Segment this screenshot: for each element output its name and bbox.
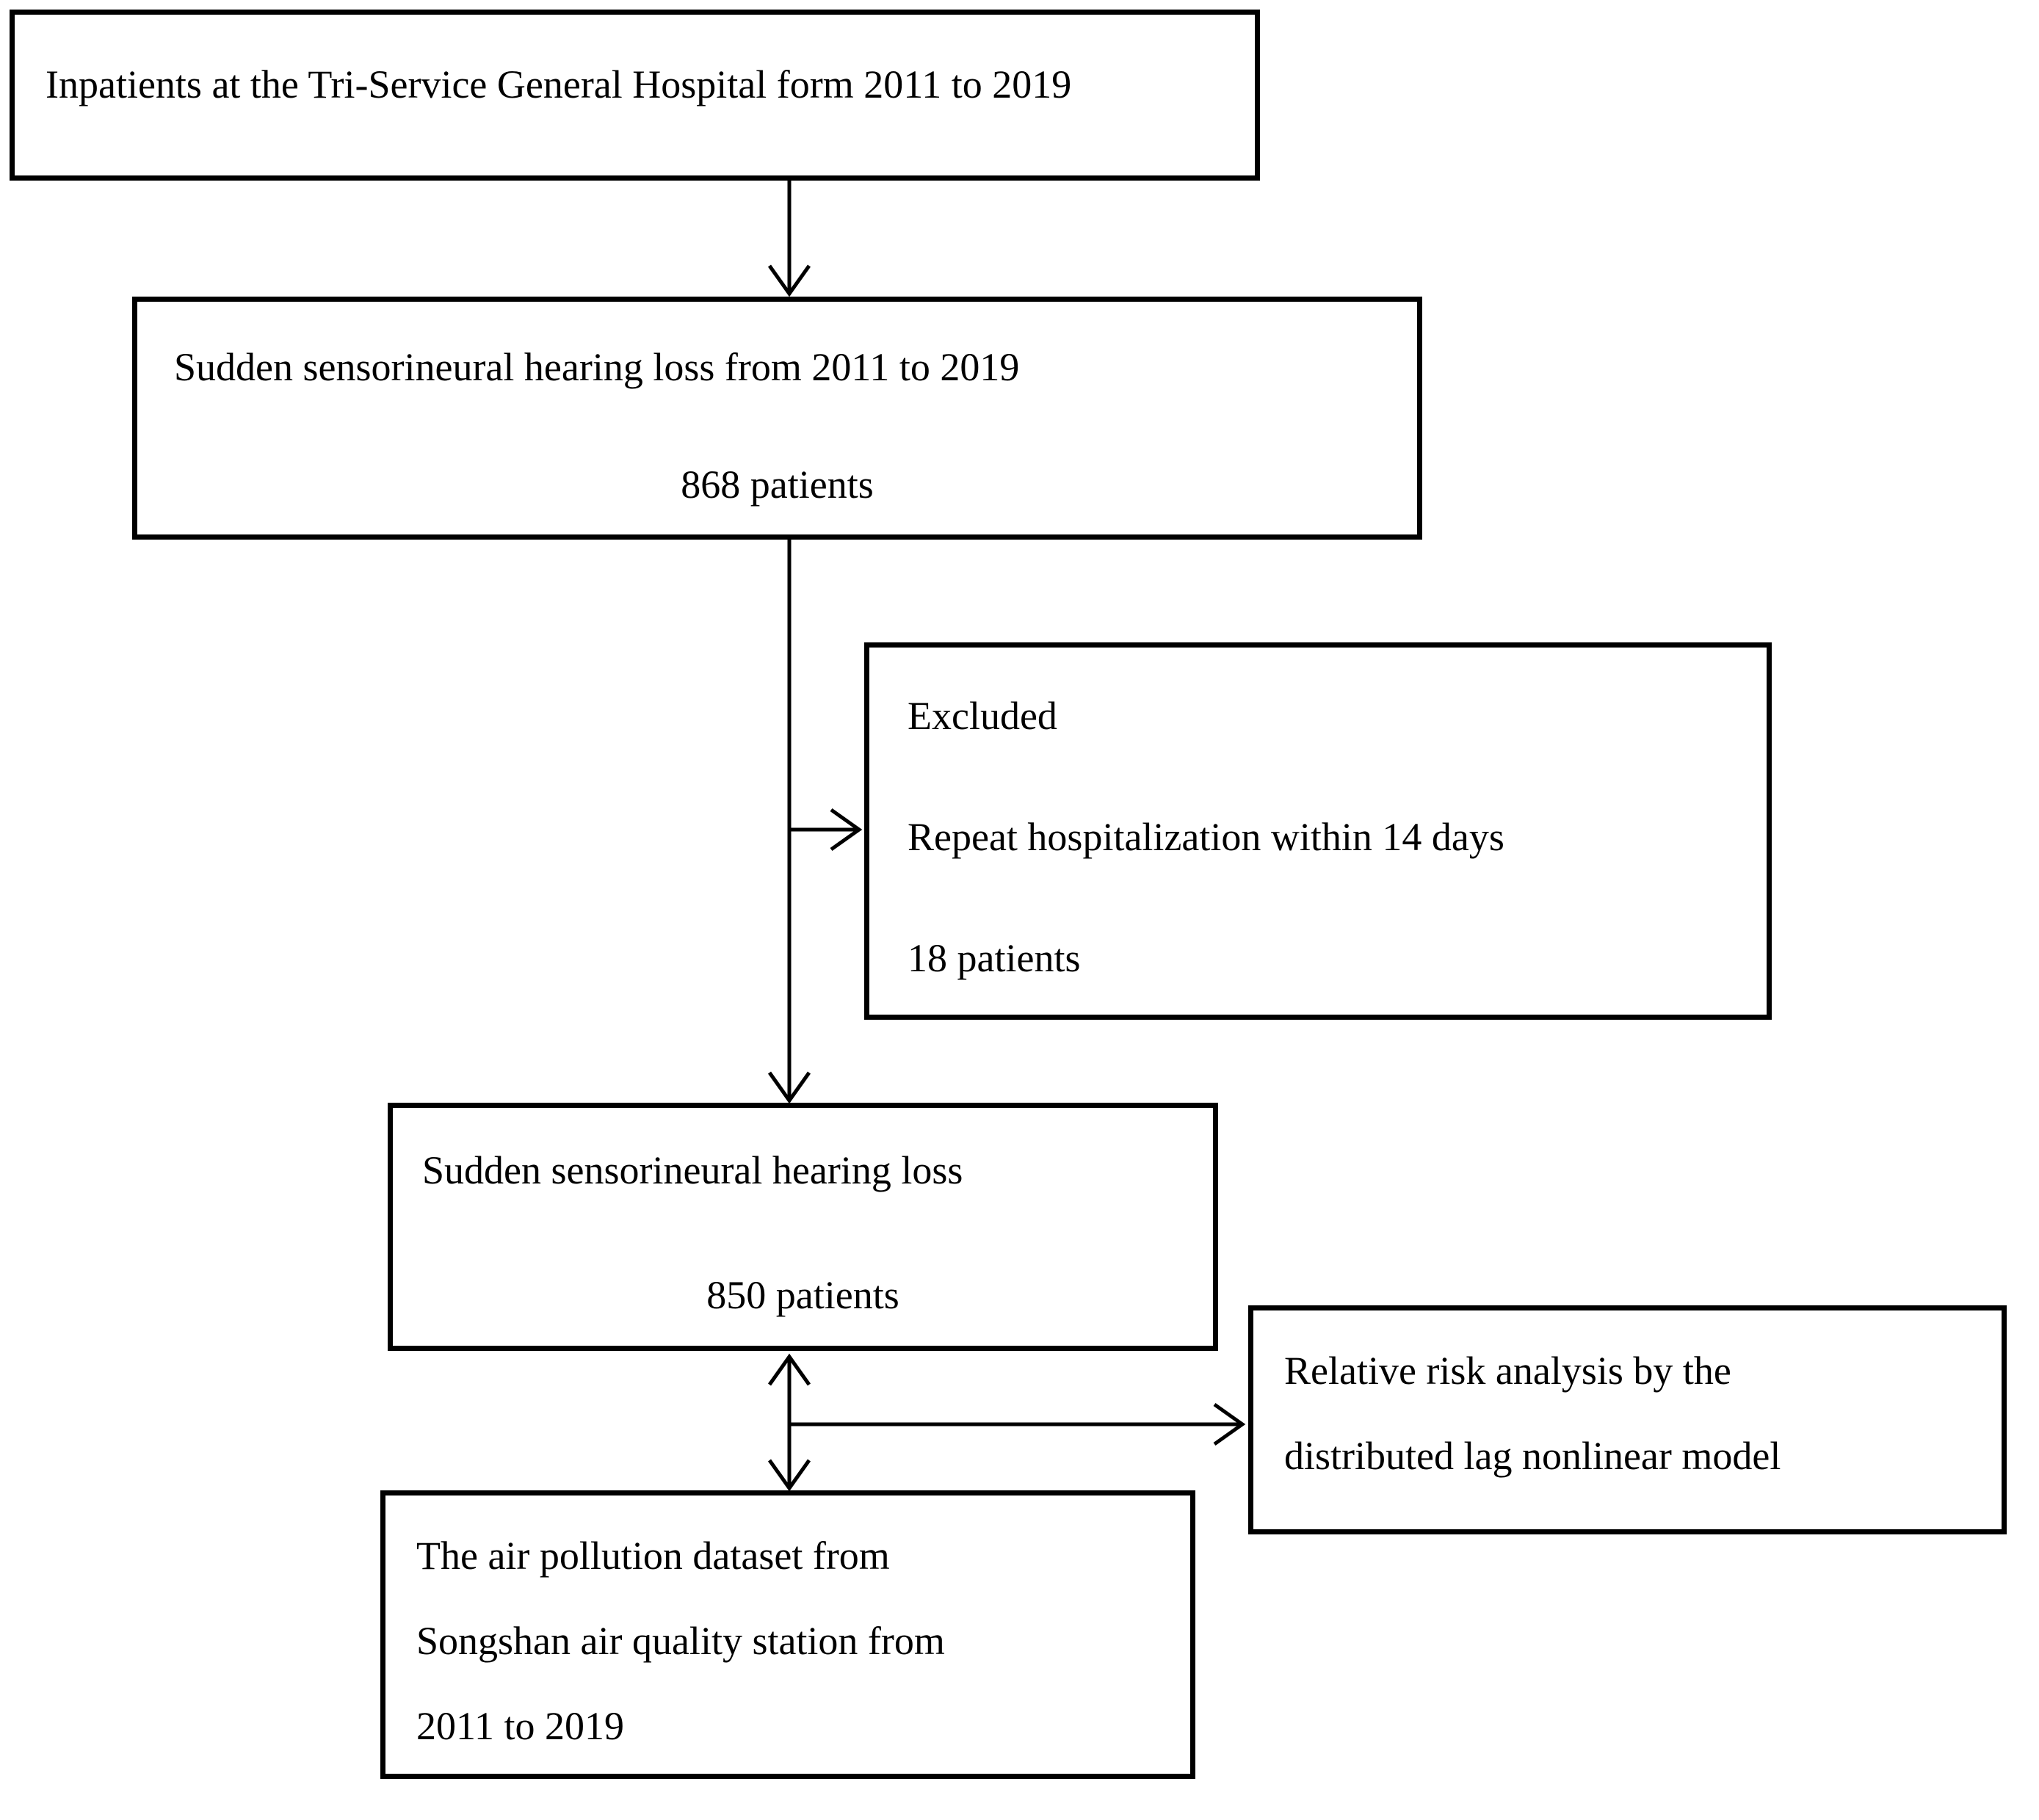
flow-box-ssnhl-cohort: Sudden sensorineural hearing loss from 2…: [132, 297, 1422, 540]
box-text-line: Relative risk analysis by the: [1284, 1349, 1731, 1393]
arrow-head-down-icon: [767, 264, 811, 297]
box-text-line: 18 patients: [908, 936, 1081, 980]
arrow-head-right-icon: [830, 808, 863, 852]
box-text-line: The air pollution dataset from: [416, 1534, 890, 1578]
box-text-line: Sudden sensorineural hearing loss: [422, 1148, 963, 1192]
box-text-line: Sudden sensorineural hearing loss from 2…: [174, 345, 1020, 389]
arrow-cohort-to-final: [767, 540, 811, 1104]
box-text-line: Songshan air quality station from: [416, 1619, 945, 1663]
flow-box-inpatients: Inpatients at the Tri-Service General Ho…: [10, 10, 1260, 181]
box-text-line: 2011 to 2019: [416, 1704, 624, 1748]
box-text-line: Repeat hospitalization within 14 days: [908, 815, 1504, 859]
flow-box-air-pollution: The air pollution dataset from Songshan …: [380, 1490, 1195, 1779]
arrow-head-down-icon: [767, 1071, 811, 1104]
box-text-line: 868 patients: [681, 463, 874, 507]
double-arrow-final-to-airpollution: [767, 1353, 811, 1492]
arrow-branch-to-analysis: [789, 1402, 1246, 1446]
arrow-head-up-icon: [767, 1353, 811, 1386]
box-text-line: 850 patients: [706, 1273, 899, 1317]
arrow-head-down-icon: [767, 1459, 811, 1492]
flow-box-ssnhl-final: Sudden sensorineural hearing loss 850 pa…: [388, 1103, 1218, 1351]
box-text-line: Excluded: [908, 694, 1057, 738]
box-text-line: Inpatients at the Tri-Service General Ho…: [46, 62, 1072, 106]
box-text-line: distributed lag nonlinear model: [1284, 1434, 1781, 1478]
arrow-head-right-icon: [1213, 1402, 1246, 1446]
arrow-branch-to-excluded: [789, 808, 863, 852]
flow-box-excluded: Excluded Repeat hospitalization within 1…: [864, 642, 1772, 1020]
flow-box-analysis: Relative risk analysis by the distribute…: [1248, 1305, 2007, 1534]
arrow-inpatients-to-cohort: [767, 181, 811, 297]
